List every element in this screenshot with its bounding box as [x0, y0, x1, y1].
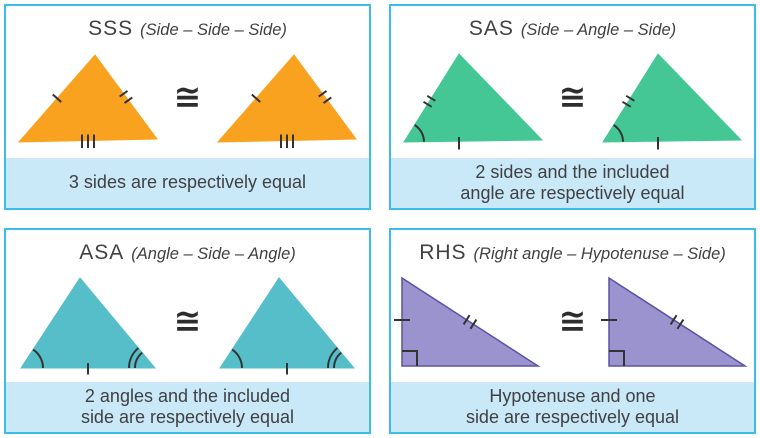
panel-sas: SAS (Side – Angle – Side) ≅	[389, 4, 756, 210]
asa-full-name: (Angle – Side – Angle)	[131, 245, 296, 263]
rhs-caption: Hypotenuse and one side are respectively…	[391, 381, 754, 432]
sss-tick-marks	[51, 89, 133, 148]
sss-caption: 3 sides are respectively equal	[6, 158, 369, 208]
asa-caption: 2 angles and the included side are respe…	[6, 381, 369, 432]
asa-triangle-left-icon	[19, 277, 156, 375]
sss-abbreviation: SSS	[88, 17, 134, 40]
panel-sss-title: SSS (Side – Side – Side)	[6, 6, 369, 43]
sas-caption: 2 sides and the included angle are respe…	[391, 157, 754, 208]
rhs-caption-line2: side are respectively equal	[465, 406, 680, 427]
asa-figure-row: ≅	[6, 267, 369, 382]
panel-asa-title: ASA (Angle – Side – Angle)	[6, 230, 369, 267]
rhs-marks	[393, 314, 477, 367]
sas-tick-marks	[413, 95, 460, 150]
panel-sas-title: SAS (Side – Angle – Side)	[391, 6, 754, 43]
right-angle-icon	[401, 350, 418, 367]
sas-figure-row: ≅	[391, 43, 754, 158]
right-angle-icon	[609, 350, 626, 367]
asa-triangle-right-icon	[219, 277, 356, 375]
sss-caption-line1: 3 sides are respectively equal	[68, 172, 307, 193]
rhs-triangle-right-icon	[601, 276, 748, 368]
sas-full-name: (Side – Angle – Side)	[520, 21, 677, 39]
rhs-figure-row: ≅	[391, 267, 754, 382]
congruent-symbol: ≅	[558, 300, 587, 340]
rhs-marks	[601, 314, 685, 367]
rhs-caption-line1: Hypotenuse and one	[489, 385, 656, 406]
sss-triangle-left-icon	[17, 53, 158, 148]
rhs-abbreviation: RHS	[419, 241, 467, 264]
congruent-symbol: ≅	[173, 77, 202, 116]
asa-caption-line2: side are respectively equal	[80, 406, 295, 427]
panel-asa: ASA (Angle – Side – Angle) ≅	[4, 228, 371, 434]
sas-tick-marks	[613, 95, 660, 150]
sas-triangle-left-icon	[402, 53, 543, 150]
panel-sss: SSS (Side – Side – Side) ≅	[4, 4, 371, 210]
panel-rhs-title: RHS (Right angle – Hypotenuse – Side)	[391, 230, 754, 267]
asa-abbreviation: ASA	[79, 241, 125, 264]
sss-tick-marks	[251, 89, 333, 148]
sss-full-name: (Side – Side – Side)	[140, 21, 287, 39]
asa-angle-marks	[32, 347, 143, 375]
sss-figure-row: ≅	[6, 43, 369, 158]
sss-triangle-right-icon	[217, 53, 358, 148]
sas-abbreviation: SAS	[468, 17, 514, 40]
asa-angle-marks	[231, 347, 343, 375]
sas-triangle-right-icon	[602, 53, 743, 150]
congruent-symbol: ≅	[173, 300, 202, 340]
rhs-triangle-left-icon	[393, 276, 541, 368]
congruent-symbol: ≅	[558, 76, 587, 116]
sas-caption-line2: angle are respectively equal	[460, 182, 685, 203]
asa-caption-line1: 2 angles and the included	[84, 385, 291, 406]
sas-caption-line1: 2 sides and the included	[475, 161, 670, 182]
rhs-full-name: (Right angle – Hypotenuse – Side)	[473, 245, 726, 263]
panel-rhs: RHS (Right angle – Hypotenuse – Side) ≅	[389, 228, 756, 434]
